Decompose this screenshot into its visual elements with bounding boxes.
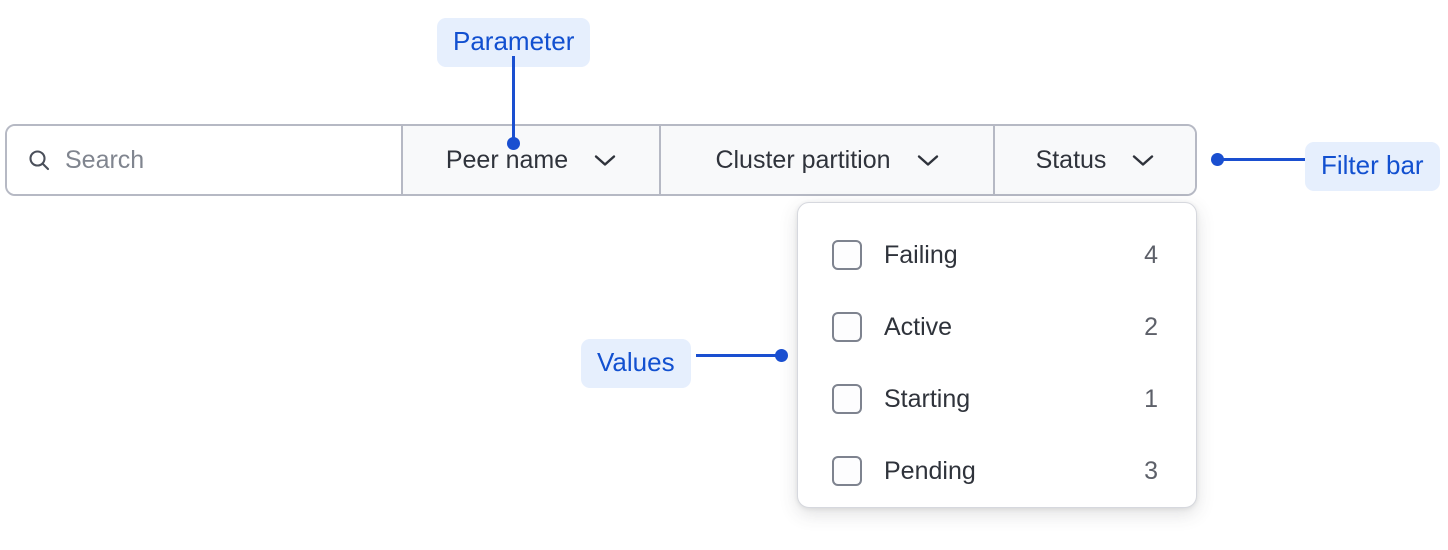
filter-segment-label: Peer name <box>445 145 569 174</box>
dropdown-item-label: Active <box>884 312 953 341</box>
dropdown-item-active[interactable]: Active 2 <box>798 291 1196 363</box>
filter-segment-label: Status <box>1035 145 1107 174</box>
search-input[interactable] <box>65 145 387 175</box>
annotation-connector-filter-bar <box>1221 158 1307 161</box>
dropdown-item-count: 4 <box>1144 240 1158 269</box>
annotation-label-values: Values <box>581 339 691 388</box>
search-icon <box>27 148 51 172</box>
annotation-connector-parameter <box>512 56 515 143</box>
checkbox[interactable] <box>832 456 862 486</box>
annotation-dot-filter-bar <box>1211 153 1224 166</box>
checkbox[interactable] <box>832 312 862 342</box>
dropdown-item-count: 3 <box>1144 456 1158 485</box>
checkbox[interactable] <box>832 240 862 270</box>
filter-segment-status[interactable]: Status <box>995 126 1195 194</box>
checkbox[interactable] <box>832 384 862 414</box>
dropdown-item-failing[interactable]: Failing 4 <box>798 219 1196 291</box>
filter-segment-label: Cluster partition <box>715 145 891 174</box>
search-segment[interactable] <box>7 126 403 194</box>
dropdown-item-pending[interactable]: Pending 3 <box>798 435 1196 507</box>
status-dropdown-panel[interactable]: Failing 4 Active 2 Starting 1 Pending 3 <box>797 202 1197 508</box>
chevron-down-icon <box>1132 154 1154 167</box>
dropdown-item-count: 2 <box>1144 312 1158 341</box>
dropdown-item-label: Failing <box>884 240 958 269</box>
annotation-label-filter-bar: Filter bar <box>1305 142 1440 191</box>
dropdown-item-starting[interactable]: Starting 1 <box>798 363 1196 435</box>
annotation-dot-parameter <box>507 137 520 150</box>
annotation-dot-values <box>775 349 788 362</box>
filter-bar[interactable]: Peer name Cluster partition Status <box>5 124 1197 196</box>
dropdown-item-label: Starting <box>884 384 971 413</box>
chevron-down-icon <box>594 154 616 167</box>
filter-segment-peer-name[interactable]: Peer name <box>403 126 661 194</box>
chevron-down-icon <box>917 154 939 167</box>
filter-segment-cluster-partition[interactable]: Cluster partition <box>661 126 995 194</box>
annotation-connector-values <box>696 354 784 357</box>
dropdown-item-label: Pending <box>884 456 976 485</box>
dropdown-item-count: 1 <box>1144 384 1158 413</box>
